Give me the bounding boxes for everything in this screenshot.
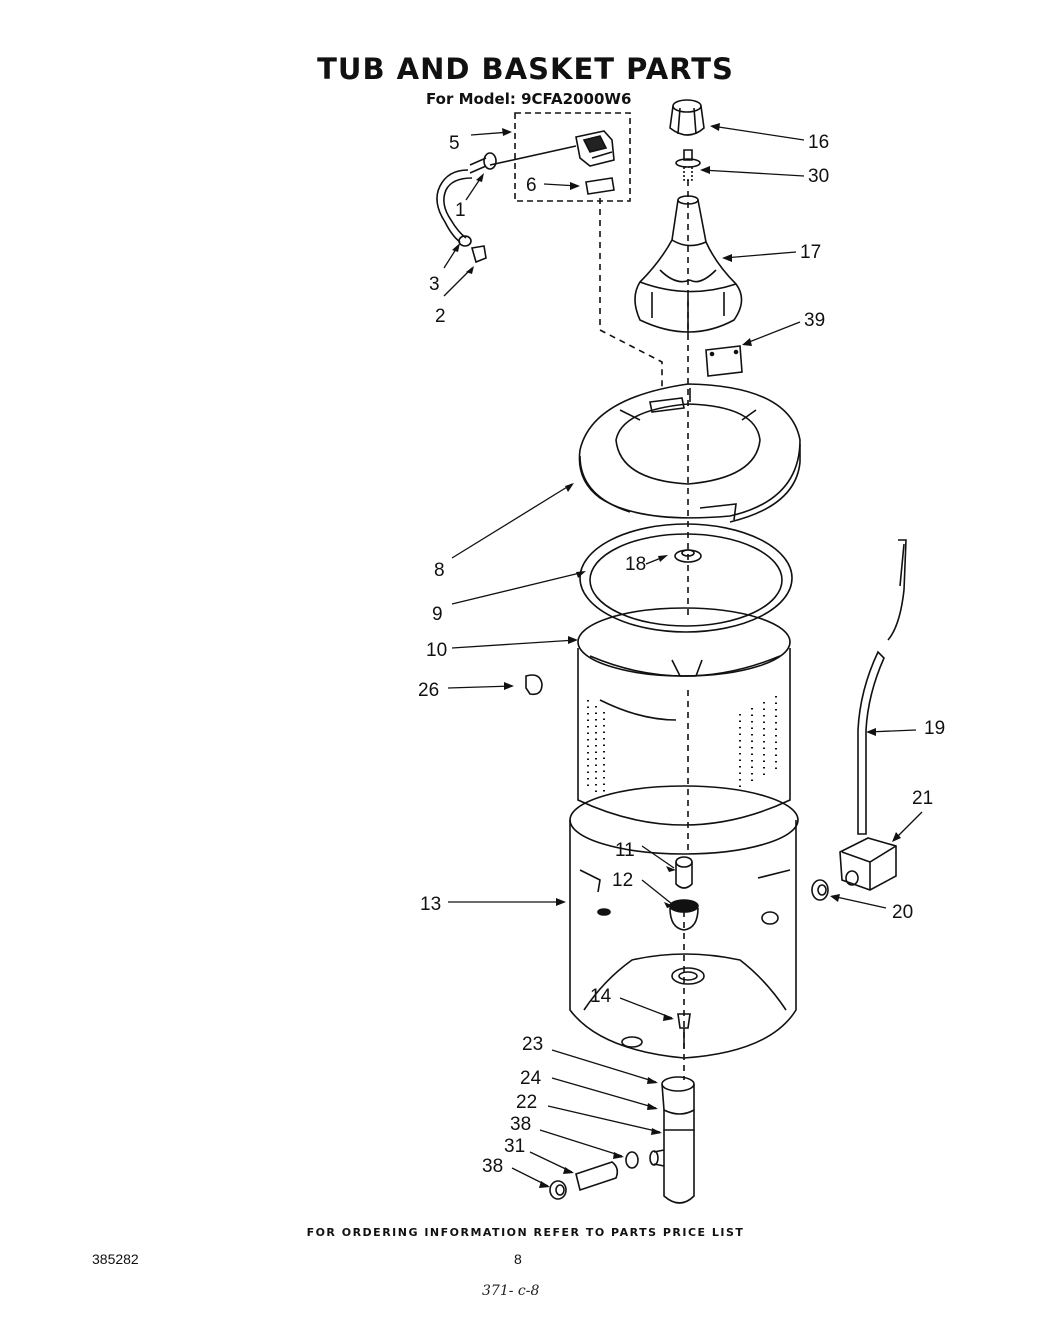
callout-19: 19 — [924, 718, 945, 739]
part-26-clip — [525, 674, 543, 696]
part-11-bushing — [675, 856, 693, 889]
callout-21: 21 — [912, 788, 933, 809]
part-1-2-3-hose — [436, 145, 577, 264]
callout-14: 14 — [590, 986, 612, 1007]
center-axis — [683, 180, 689, 1080]
part-5-switch — [575, 130, 615, 167]
part-38-clamp-lower — [549, 1180, 567, 1200]
page-title: TUB AND BASKET PARTS — [317, 52, 734, 86]
callout-31: 31 — [504, 1136, 525, 1157]
callout-10: 10 — [426, 640, 447, 661]
callout-30: 30 — [808, 166, 829, 187]
callout-12: 12 — [612, 870, 633, 891]
page-number: 8 — [514, 1251, 522, 1267]
part-9-basket-ring — [579, 523, 793, 633]
callout-38-lower: 38 — [482, 1156, 503, 1177]
callout-22: 22 — [516, 1092, 537, 1113]
callout-8: 8 — [434, 560, 445, 581]
part-18-drive-block — [674, 549, 702, 563]
part-38-clamp-upper — [625, 1151, 639, 1169]
part-30-bolt — [675, 149, 701, 181]
part-8-tub-ring — [578, 383, 801, 523]
callout-38-upper: 38 — [510, 1114, 531, 1135]
callout-23: 23 — [522, 1034, 543, 1055]
part-39-seal — [705, 345, 743, 377]
callout-1: 1 — [455, 200, 466, 221]
part-19-hose — [857, 539, 907, 835]
part-14-plug — [677, 1013, 691, 1048]
callout-24: 24 — [520, 1068, 542, 1089]
part-31-tube — [575, 1161, 619, 1192]
part-10-basket — [577, 607, 791, 826]
callout-17: 17 — [800, 242, 821, 263]
callout-16: 16 — [808, 132, 829, 153]
dashed-box — [514, 112, 631, 202]
callout-9: 9 — [432, 604, 443, 625]
part-6-pad — [585, 177, 615, 195]
part-20-grommet — [811, 879, 829, 901]
callout-2: 2 — [435, 306, 446, 327]
leader-lines — [443, 125, 923, 1187]
callout-20: 20 — [892, 902, 913, 923]
ordering-info-footer: FOR ORDERING INFORMATION REFER TO PARTS … — [306, 1226, 745, 1239]
callout-5: 5 — [449, 133, 460, 154]
arrowheads — [452, 123, 901, 1188]
part-13-outer-tub — [569, 785, 799, 1059]
callout-11: 11 — [615, 840, 635, 861]
model-subtitle: For Model: 9CFA2000W6 — [426, 90, 632, 108]
callout-3: 3 — [429, 274, 440, 295]
part-21-valve — [839, 837, 897, 891]
document-number: 385282 — [92, 1251, 139, 1267]
callout-13: 13 — [420, 894, 441, 915]
callout-18: 18 — [625, 554, 646, 575]
callout-6: 6 — [526, 175, 537, 196]
part-16-agitator-cap — [669, 99, 705, 136]
axis-from-6 — [599, 198, 663, 390]
handwritten-note: 371- c-8 — [482, 1283, 540, 1299]
callout-39: 39 — [804, 310, 825, 331]
callout-26: 26 — [418, 680, 439, 701]
part-23-24-22-drain-hub — [649, 1076, 695, 1204]
